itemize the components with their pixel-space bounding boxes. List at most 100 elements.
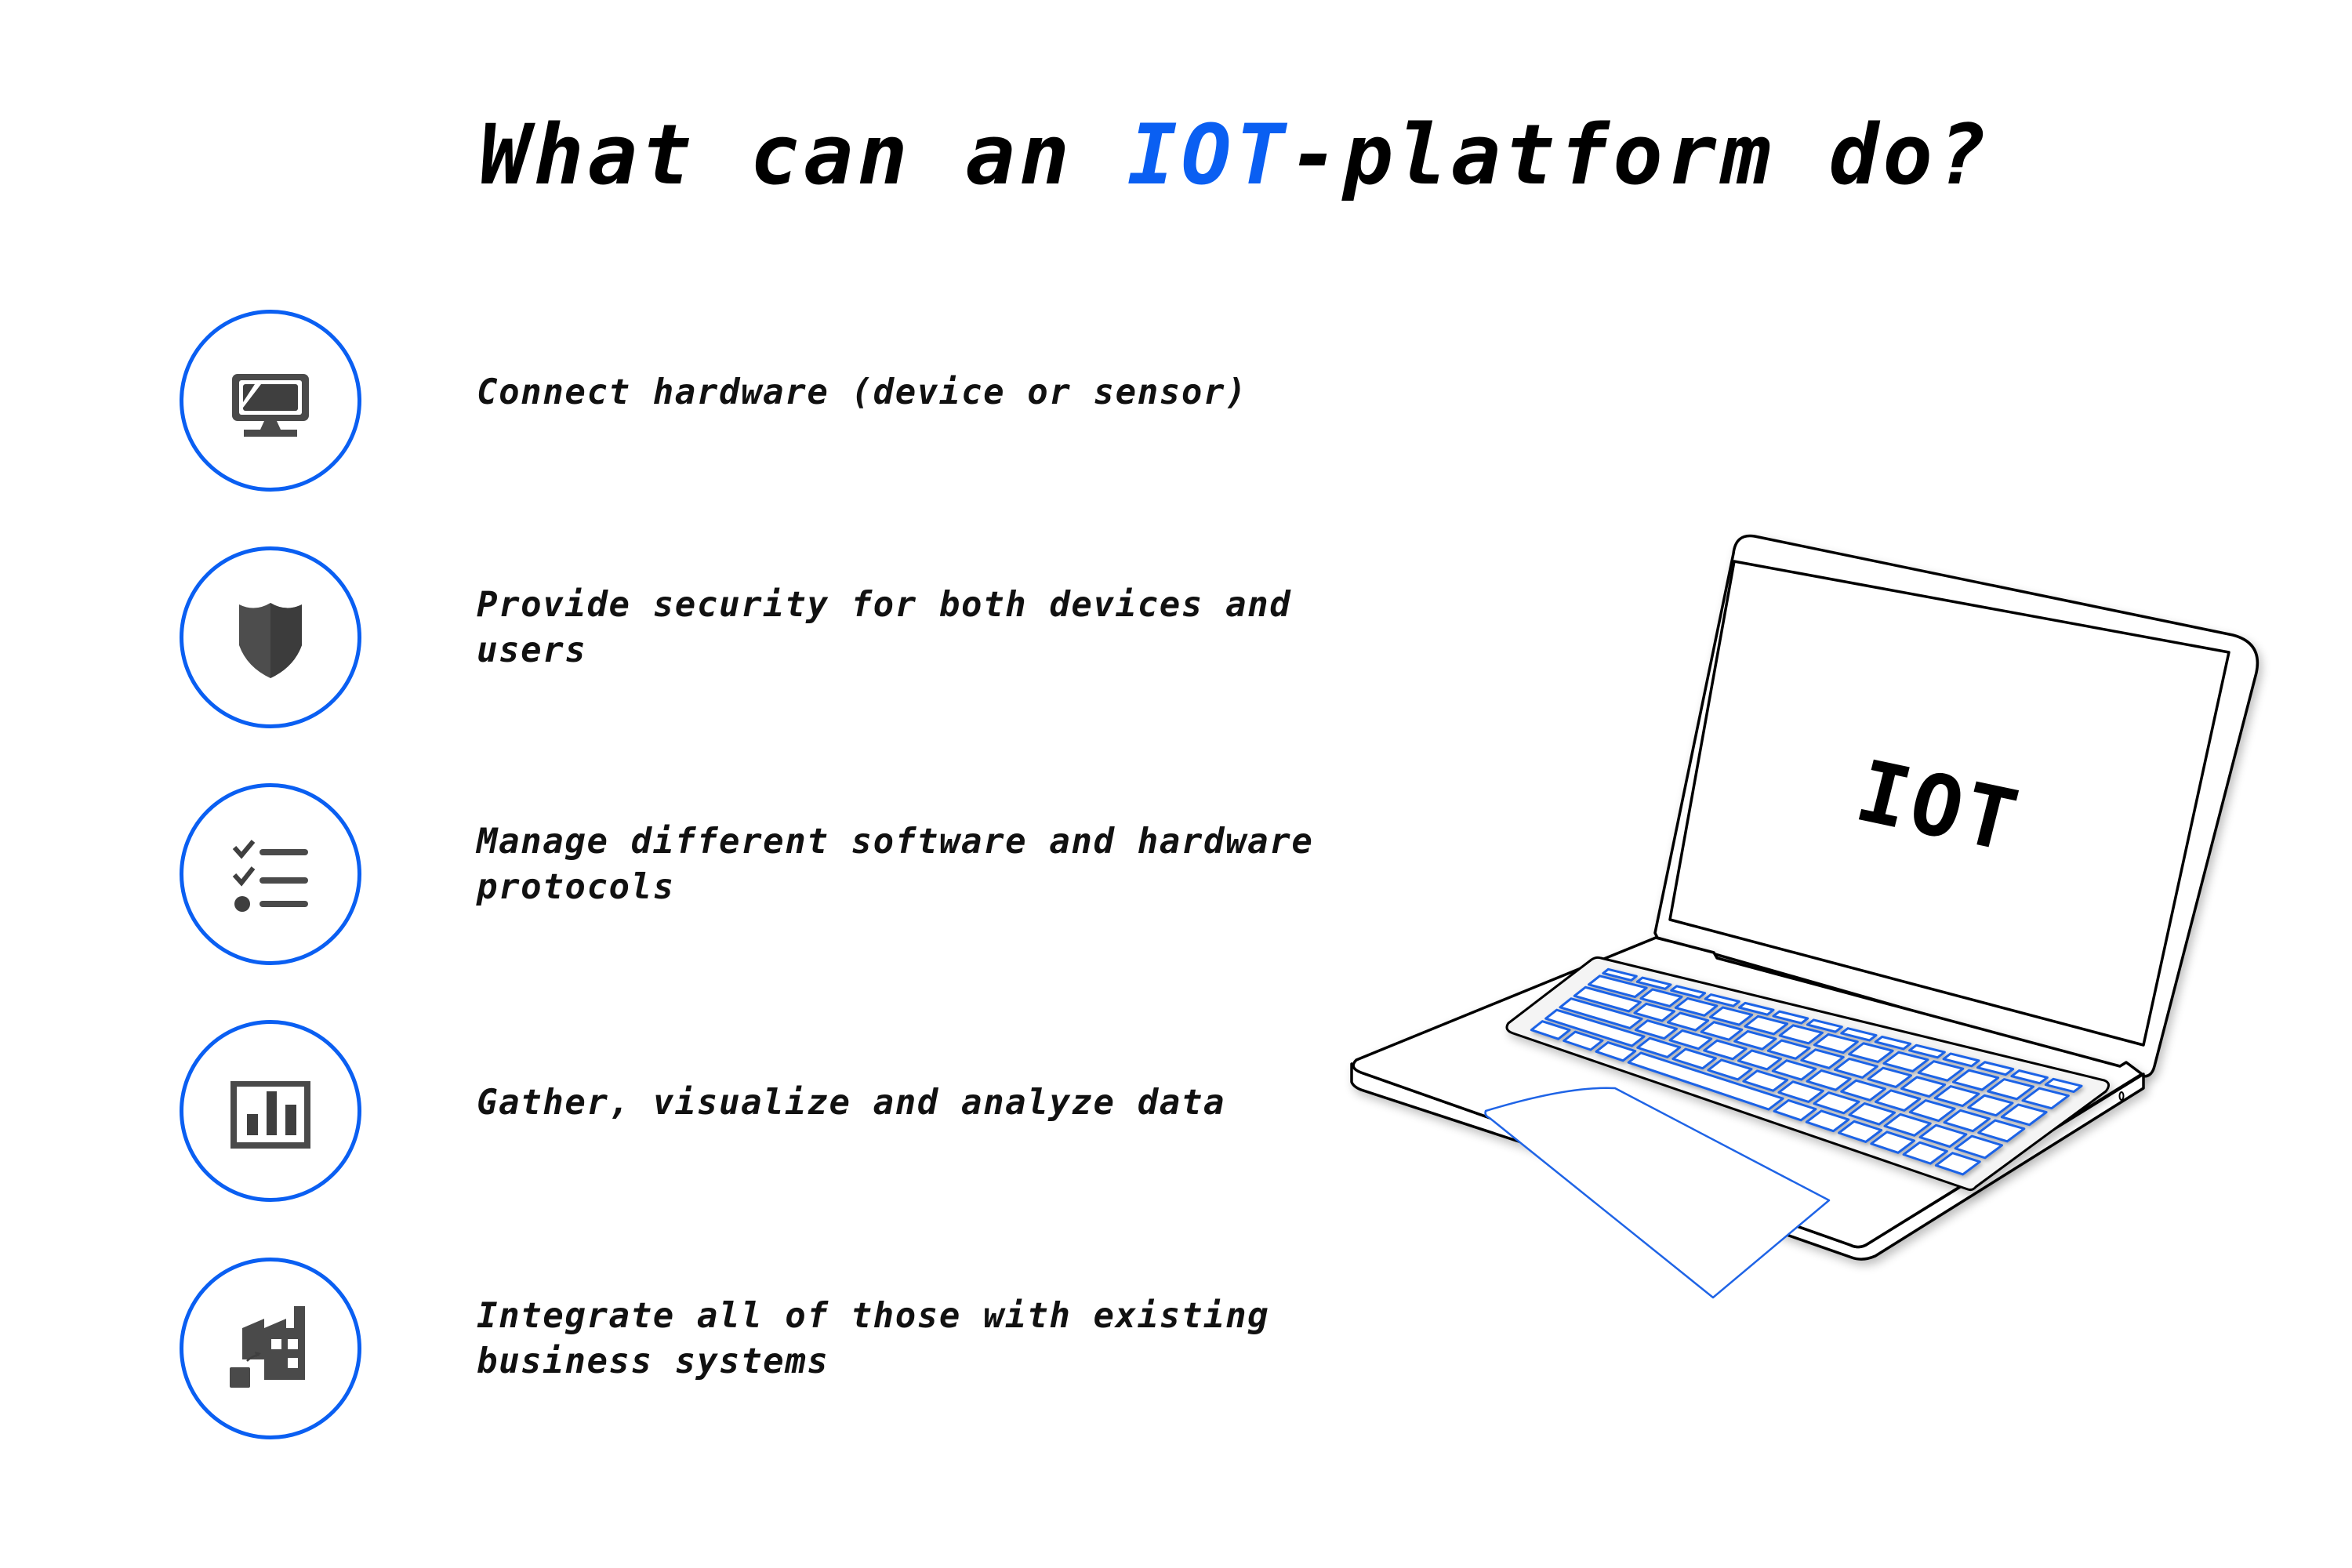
feature-icon-circle — [180, 783, 361, 965]
keyboard-key — [1778, 1024, 1824, 1045]
keyboard-key — [1708, 1006, 1754, 1026]
keyboard-key — [1627, 1051, 1784, 1111]
feature-item-integrate: Integrate all of those with existing bus… — [0, 1258, 1411, 1446]
keyboard-key — [1563, 1030, 1604, 1051]
keyboard-key — [1848, 1042, 1894, 1063]
feature-text: Manage different software and hardware p… — [477, 822, 1314, 907]
feature-icon-circle — [180, 310, 361, 492]
keyboard-key — [1595, 1041, 1637, 1062]
keyboard-key — [1806, 1069, 1852, 1091]
keyboard-key — [1954, 1134, 2004, 1160]
feature-item-protocols: Manage different software and hardware p… — [0, 783, 1411, 971]
keyboard-key — [1805, 1109, 1850, 1133]
keyboard-key — [1867, 1066, 1913, 1088]
shield-icon — [239, 603, 302, 678]
title-highlight: IOT — [1127, 107, 1290, 203]
keyboard-key — [2010, 1069, 2049, 1085]
keyboard-key — [1874, 1035, 1912, 1051]
keyboard-key — [1976, 1061, 2015, 1076]
keyboard-key — [1573, 985, 1642, 1013]
keyboard-key — [1967, 1094, 2014, 1117]
keyboard-key — [1742, 1069, 1789, 1092]
keyboard-key — [1883, 1112, 1932, 1137]
keyboard-key — [1766, 1039, 1811, 1060]
monitor-icon — [232, 374, 309, 437]
keyboard-key — [2000, 1103, 2048, 1127]
keyboard-key — [1737, 1049, 1782, 1071]
keyboard-key — [1704, 993, 1740, 1007]
feature-text: Integrate all of those with existing bus… — [477, 1296, 1270, 1381]
keyboard-key — [1700, 1021, 1744, 1041]
keyboard-key — [1744, 1014, 1789, 1036]
keyboard-key — [1874, 1089, 1922, 1112]
bar-chart-icon — [230, 1081, 310, 1149]
keyboard-key — [1674, 996, 1719, 1017]
feature-text: Gather, visualize and analyze data — [477, 1083, 1226, 1123]
feature-text: Connect hardware (device or sensor) — [477, 372, 1248, 412]
keyboard-key — [1806, 1018, 1843, 1033]
trackpad[interactable] — [1484, 1087, 1831, 1299]
keyboard-key — [1668, 1029, 1713, 1051]
keyboard-key — [1703, 1039, 1748, 1061]
keyboard-key — [1635, 976, 1672, 990]
keyboard-key — [1942, 1052, 1980, 1068]
keyboard-key — [1588, 975, 1648, 999]
keyboard-key — [1800, 1048, 1845, 1069]
keyboard-key — [1530, 1020, 1571, 1040]
keyboard-key — [1733, 1029, 1777, 1051]
keyboard-key — [1666, 1011, 1710, 1032]
feature-item-data: Gather, visualize and analyze data — [0, 1020, 1411, 1208]
keyboard-key — [1917, 1060, 1965, 1082]
keyboard-key — [1671, 1047, 1717, 1070]
checklist-icon — [232, 840, 308, 912]
feature-icon-circle — [180, 546, 361, 728]
keyboard-key — [1900, 1076, 1947, 1098]
keyboard-key — [2021, 1087, 2070, 1110]
keyboard-key — [1918, 1123, 1968, 1149]
feature-text: Provide security for both devices and us… — [477, 585, 1292, 670]
keyboard-key — [1987, 1078, 2035, 1101]
keyboard-key — [1837, 1120, 1883, 1143]
feature-list: Connect hardware (device or sensor) Prov… — [0, 310, 1411, 1446]
keyboard-key — [1951, 1069, 2000, 1091]
keyboard-key — [1848, 1102, 1896, 1126]
feature-item-security: Provide security for both devices and us… — [0, 546, 1411, 735]
keyboard-key — [1737, 1001, 1775, 1016]
page-title: What can an IOT-platform do? — [480, 100, 1991, 210]
keyboard-key — [1633, 1002, 1676, 1022]
keyboard-key — [1977, 1119, 2026, 1143]
keyboard-key — [1559, 997, 1643, 1029]
feature-item-connect-hardware: Connect hardware (device or sensor) — [0, 310, 1411, 498]
keyboard-key — [1771, 1059, 1817, 1081]
keyboard-key — [1544, 1008, 1646, 1047]
keyboard-key — [1707, 1058, 1753, 1081]
keyboard-key — [1908, 1099, 1956, 1123]
keyboard-key — [1670, 985, 1707, 999]
keyboard-key — [1933, 1085, 1980, 1108]
keyboard-key — [1639, 988, 1683, 1007]
factory-icon — [230, 1306, 305, 1388]
keyboard-key — [1813, 1033, 1859, 1054]
feature-icon-circle — [180, 1020, 361, 1202]
keyboard-key — [2044, 1077, 2083, 1094]
title-prefix: What can an — [480, 107, 1127, 203]
keyboard-key — [1943, 1109, 1991, 1133]
keyboard-key — [1634, 1019, 1678, 1040]
keyboard-key — [1934, 1152, 1981, 1176]
laptop-screen-label: IOT — [1846, 742, 2030, 872]
keyboard-key — [1840, 1027, 1878, 1042]
keyboard-key — [1840, 1079, 1886, 1102]
feature-icon-circle — [180, 1258, 361, 1439]
keyboard-key — [1602, 967, 1638, 982]
keyboard-key — [1772, 1010, 1809, 1025]
keyboard-key — [1777, 1080, 1824, 1103]
keyboard-key — [1636, 1036, 1682, 1058]
keyboard-key — [1833, 1057, 1878, 1079]
keyboard-key — [1902, 1141, 1948, 1165]
keyboard-key — [1870, 1131, 1916, 1154]
title-suffix: -platform do? — [1289, 107, 1991, 203]
keyboard-key — [1813, 1091, 1860, 1115]
keyboard-key — [1882, 1051, 1929, 1073]
keyboard-key — [1908, 1044, 1946, 1059]
keyboard-key — [1773, 1098, 1817, 1122]
